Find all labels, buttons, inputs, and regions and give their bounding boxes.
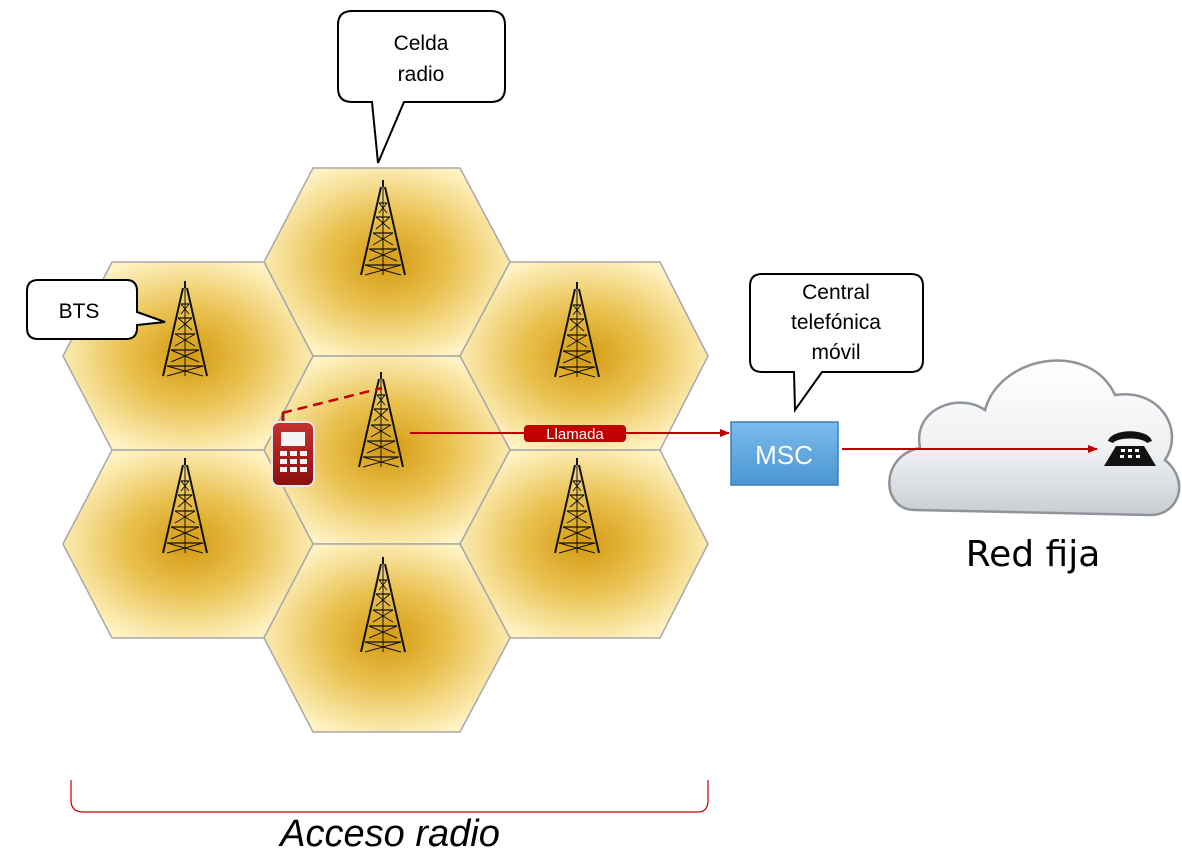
callout-central: Central telefónica móvil [749,273,924,414]
bracket-label: Acceso radio [278,813,500,851]
cell-grid [62,167,709,733]
callout-cell: Celda radio [337,10,506,164]
cell-lower-right [459,449,709,639]
cell-bottom [263,543,511,733]
msc-node: MSC [730,421,839,486]
callout-central-line3: móvil [811,341,860,364]
telephone-icon [1104,431,1156,466]
msc-label: MSC [755,440,813,470]
cloud-label: Red fija [966,534,1101,575]
callout-bts-label: BTS [59,300,100,323]
callout-cell-line1: Celda [394,32,449,55]
access-bracket [70,780,709,813]
mobile-phone-icon [271,413,315,487]
call-label-badge: Llamada [524,425,626,443]
call-label: Llamada [546,426,604,443]
cell-upper-right [459,261,709,451]
cloud-icon [888,359,1181,517]
callout-central-line2: telefónica [791,311,881,334]
callout-central-line1: Central [802,281,870,304]
callout-bts: BTS [26,279,166,340]
radio-link [281,386,383,415]
callout-cell-line2: radio [398,63,445,86]
